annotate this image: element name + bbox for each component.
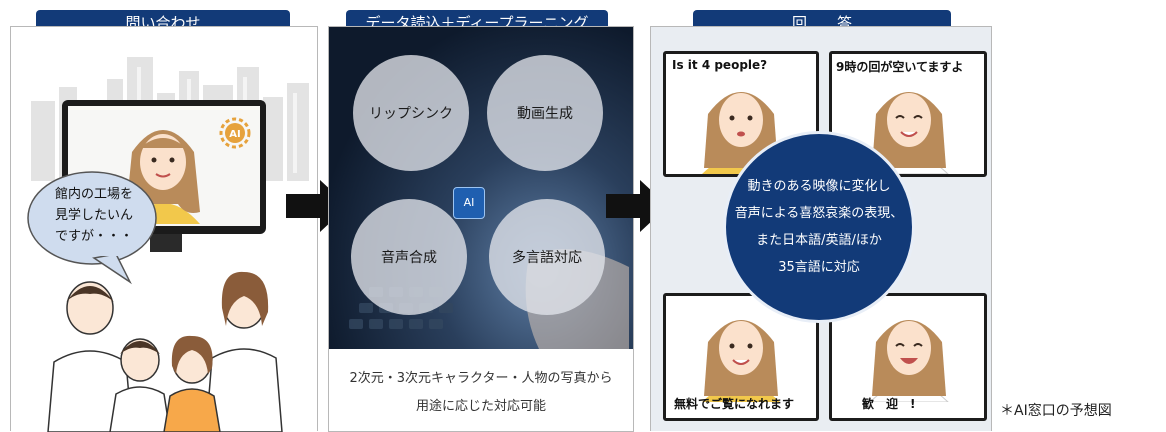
circle-label: 多言語対応	[512, 250, 582, 266]
processing-caption: 2次元・3次元キャラクター・人物の写真から 用途に応じた対応可能	[329, 365, 633, 421]
tile-caption: 歓 迎 !	[862, 397, 916, 411]
ai-gear-icon: AI	[219, 117, 251, 149]
capability-line: また日本語/英語/ほか	[756, 233, 882, 248]
operator-portrait	[869, 320, 949, 402]
ai-chip: AI	[453, 187, 485, 219]
speech-bubble-shape	[27, 171, 157, 285]
tile-caption: 無料でご覧になれます	[674, 397, 795, 411]
ai-badge-label: AI	[229, 129, 240, 140]
multilingual-circle: 多言語対応	[489, 199, 605, 315]
tile-caption: 9時の回が空いてますよ	[836, 60, 964, 74]
lip-sync-circle: リップシンク	[353, 55, 469, 171]
capability-line: 音声による喜怒哀楽の表現、	[734, 206, 904, 221]
footnote: ＊AI窓口の予想図	[1000, 403, 1112, 419]
caption-line: 2次元・3次元キャラクター・人物の写真から	[349, 371, 613, 386]
circle-label: 音声合成	[381, 250, 437, 266]
bubble-line: ですが・・・	[54, 229, 133, 244]
monitor-stand	[150, 234, 182, 252]
operator-portrait	[702, 320, 780, 402]
speech-synthesis-circle: 音声合成	[351, 199, 467, 315]
response-tile: 歓 迎 !	[829, 293, 987, 421]
video-generation-circle: 動画生成	[487, 55, 603, 171]
tile-caption: Is it 4 people?	[672, 58, 768, 72]
bubble-line: 見学したいん	[54, 208, 133, 223]
operator-portrait	[869, 92, 949, 174]
speech-bubble-text: 館内の工場を 見学したいん ですが・・・	[34, 184, 154, 247]
processing-panel: AI リップシンク 動画生成 音声合成 多言語対応 2次元・3次元キャラクター・…	[328, 26, 634, 432]
circle-label: 動画生成	[517, 106, 573, 122]
capability-line: 動きのある映像に変化し	[747, 179, 891, 194]
answer-panel: Is it 4 people? 9時の回が空いてますよ 無料	[650, 26, 992, 431]
family-illustration	[47, 271, 283, 432]
response-tile: 9時の回が空いてますよ	[829, 51, 987, 177]
circle-label: リップシンク	[369, 106, 453, 122]
caption-line: 用途に応じた対応可能	[415, 399, 546, 414]
capability-line: 35言語に対応	[778, 260, 860, 275]
capability-circle: 動きのある映像に変化し 音声による喜怒哀楽の表現、 また日本語/英語/ほか 35…	[723, 131, 915, 323]
bubble-line: 館内の工場を	[54, 187, 133, 202]
